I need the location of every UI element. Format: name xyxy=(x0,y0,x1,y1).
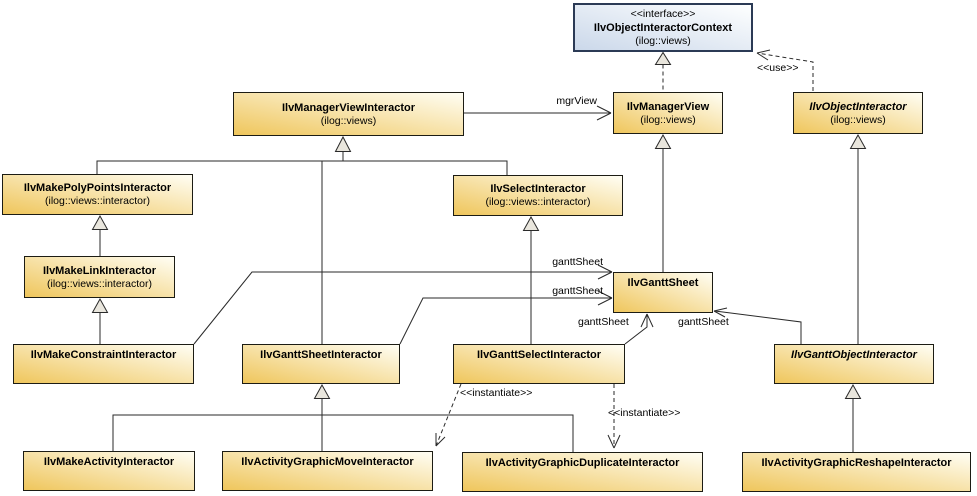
association-label-ganttsheet-4: ganttSheet xyxy=(678,316,729,328)
class-package: (ilog::views::interactor) xyxy=(44,195,151,207)
class-package: (ilog::views) xyxy=(320,114,377,127)
class-box-ilvganttsheetinteractor[interactable]: IlvGanttSheetInteractor xyxy=(242,344,400,384)
class-name: IlvGanttObjectInteractor xyxy=(791,349,917,361)
class-name: IlvObjectInteractor xyxy=(809,100,907,113)
class-package: (ilog::views::interactor) xyxy=(46,277,153,290)
class-name: IlvMakeActivityInteractor xyxy=(43,456,175,468)
class-box-ilvmanagerview[interactable]: IlvManagerView (ilog::views) xyxy=(613,92,723,134)
dependency-label-use: <<use>> xyxy=(757,62,799,74)
dependency-label-instantiate-1: <<instantiate>> xyxy=(460,387,533,399)
class-stereotype: <<interface>> xyxy=(630,7,696,20)
association-label-ganttsheet-3: ganttSheet xyxy=(578,316,629,328)
class-package: (ilog::views::interactor) xyxy=(485,196,591,208)
class-box-ilvobjectinteractorcontext[interactable]: <<interface>> IlvObjectInteractorContext… xyxy=(573,3,753,52)
class-box-ilvmakeconstraintinteractor[interactable]: IlvMakeConstraintInteractor xyxy=(13,344,194,384)
class-box-ilvmakelinkinteractor[interactable]: IlvMakeLinkInteractor (ilog::views::inte… xyxy=(24,256,175,298)
class-name: IlvActivityGraphicDuplicateInteractor xyxy=(485,457,680,469)
class-name: IlvMakePolyPointsInteractor xyxy=(23,182,172,194)
class-box-ilvactivitygraphicmoveinteractor[interactable]: IlvActivityGraphicMoveInteractor xyxy=(222,451,433,491)
class-box-ilvmakepolypointsinteractor[interactable]: IlvMakePolyPointsInteractor (ilog::views… xyxy=(2,174,193,215)
generalization-triangles xyxy=(91,51,867,399)
association-lines xyxy=(193,49,802,449)
class-name: IlvMakeConstraintInteractor xyxy=(30,349,177,361)
class-package: (ilog::views) xyxy=(830,113,886,126)
association-label-mgrview: mgrView xyxy=(556,95,597,107)
class-name: IlvObjectInteractorContext xyxy=(593,21,733,34)
class-name: IlvActivityGraphicMoveInteractor xyxy=(241,456,414,468)
class-package: (ilog::views) xyxy=(640,113,696,126)
dependency-lines xyxy=(435,52,814,448)
class-box-ilvganttselectinteractor[interactable]: IlvGanttSelectInteractor xyxy=(453,344,625,384)
association-label-ganttsheet-2: ganttSheet xyxy=(552,285,603,297)
class-box-ilvselectinteractor[interactable]: IlvSelectInteractor (ilog::views::intera… xyxy=(453,175,623,216)
class-package: (ilog::views) xyxy=(635,34,691,47)
dependency-label-instantiate-2: <<instantiate>> xyxy=(608,407,681,419)
generalization-lines xyxy=(96,148,859,452)
class-name: IlvGanttSheetInteractor xyxy=(260,349,382,361)
class-name: IlvMakeLinkInteractor xyxy=(42,264,157,277)
class-box-ilvmakeactivityinteractor[interactable]: IlvMakeActivityInteractor xyxy=(23,451,195,491)
class-name: IlvManagerViewInteractor xyxy=(281,101,416,114)
class-name: IlvGanttSelectInteractor xyxy=(476,349,602,361)
class-box-ilvmanagerviewinteractor[interactable]: IlvManagerViewInteractor (ilog::views) xyxy=(233,92,464,136)
class-box-ilvganttsheet[interactable]: IlvGanttSheet xyxy=(613,272,713,313)
class-box-ilvobjectinteractor[interactable]: IlvObjectInteractor (ilog::views) xyxy=(793,92,923,134)
class-name: IlvActivityGraphicReshapeInteractor xyxy=(761,457,952,469)
class-box-ilvactivitygraphicduplicateinteractor[interactable]: IlvActivityGraphicDuplicateInteractor xyxy=(462,452,703,492)
class-name: IlvGanttSheet xyxy=(627,277,699,289)
association-label-ganttsheet-1: ganttSheet xyxy=(552,256,603,268)
class-name: IlvManagerView xyxy=(626,100,710,113)
class-box-ilvganttobjectinteractor[interactable]: IlvGanttObjectInteractor xyxy=(774,344,934,384)
class-box-ilvactivitygraphicreshapeinteractor[interactable]: IlvActivityGraphicReshapeInteractor xyxy=(742,452,971,492)
class-name: IlvSelectInteractor xyxy=(490,183,586,195)
